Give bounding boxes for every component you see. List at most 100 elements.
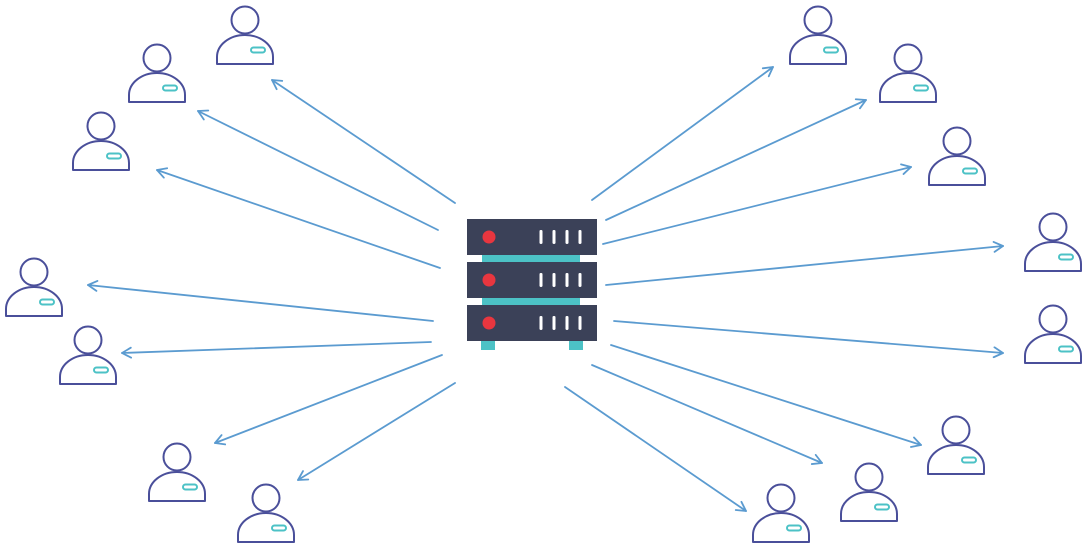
user-body — [59, 354, 117, 385]
user-badge — [823, 46, 839, 54]
user-badge — [162, 84, 178, 92]
user-head — [1038, 212, 1068, 242]
user-head — [1038, 304, 1068, 334]
server-vent — [552, 273, 556, 287]
server-connector — [482, 253, 580, 263]
user-icon — [1024, 212, 1082, 272]
user-head — [142, 43, 172, 73]
server-layer — [467, 219, 597, 350]
server-vent — [552, 230, 556, 244]
user-icon — [128, 43, 186, 103]
arrow-4 — [87, 280, 434, 322]
server-vent — [552, 316, 556, 330]
arrow-12 — [613, 320, 1004, 359]
user-icon — [59, 325, 117, 385]
user-badge — [961, 456, 977, 464]
arrow-15 — [564, 386, 747, 512]
user-badge — [786, 524, 802, 532]
arrow-14 — [591, 364, 823, 465]
server-vent — [578, 273, 582, 287]
user-icon — [148, 442, 206, 502]
user-head — [803, 5, 833, 35]
arrows-layer — [87, 66, 1004, 512]
server-foot — [481, 340, 495, 350]
arrow-8 — [591, 66, 774, 201]
user-body — [928, 155, 986, 186]
user-icon — [72, 111, 130, 171]
user-body — [5, 286, 63, 317]
user-icon — [5, 257, 63, 317]
server-vent — [578, 230, 582, 244]
user-body — [216, 34, 274, 65]
user-head — [162, 442, 192, 472]
user-icon — [879, 43, 937, 103]
user-body — [752, 512, 810, 543]
user-badge — [39, 298, 55, 306]
user-icon — [237, 483, 295, 543]
arrow-2 — [197, 109, 439, 231]
user-head — [86, 111, 116, 141]
arrow-5 — [121, 341, 432, 359]
server-led — [482, 316, 496, 330]
user-head — [941, 415, 971, 445]
users-layer — [5, 5, 1082, 543]
user-body — [840, 491, 898, 522]
arrow-1 — [271, 79, 456, 204]
arrow-10 — [602, 163, 912, 245]
user-head — [893, 43, 923, 73]
user-body — [237, 512, 295, 543]
user-body — [72, 140, 130, 171]
user-badge — [106, 152, 122, 160]
user-body — [1024, 241, 1082, 272]
user-icon — [927, 415, 985, 475]
arrow-7 — [297, 382, 456, 481]
user-head — [19, 257, 49, 287]
server-led — [482, 230, 496, 244]
user-badge — [1058, 253, 1074, 261]
server-led — [482, 273, 496, 287]
user-body — [1024, 333, 1082, 364]
user-icon — [752, 483, 810, 543]
user-head — [230, 5, 260, 35]
server-vent — [565, 230, 569, 244]
arrow-6 — [214, 354, 443, 446]
server-rack-icon — [467, 219, 597, 350]
user-head — [766, 483, 796, 513]
user-head — [251, 483, 281, 513]
user-head — [942, 126, 972, 156]
server-vent — [539, 230, 543, 244]
user-icon — [1024, 304, 1082, 364]
user-icon — [928, 126, 986, 186]
user-icon — [789, 5, 847, 65]
server-vent — [578, 316, 582, 330]
server-vent — [539, 273, 543, 287]
arrow-11 — [605, 241, 1004, 286]
user-head — [73, 325, 103, 355]
user-icon — [216, 5, 274, 65]
user-badge — [913, 84, 929, 92]
server-vent — [539, 316, 543, 330]
user-body — [148, 471, 206, 502]
user-head — [854, 462, 884, 492]
user-badge — [874, 503, 890, 511]
server-unit-2 — [467, 262, 597, 298]
user-body — [128, 72, 186, 103]
server-vent — [565, 316, 569, 330]
user-body — [789, 34, 847, 65]
arrow-9 — [605, 98, 867, 221]
user-icon — [840, 462, 898, 522]
user-body — [927, 444, 985, 475]
server-vent — [565, 273, 569, 287]
user-badge — [93, 366, 109, 374]
user-badge — [271, 524, 287, 532]
server-unit-1 — [467, 219, 597, 255]
user-badge — [250, 46, 266, 54]
user-badge — [182, 483, 198, 491]
server-unit-3 — [467, 305, 597, 341]
user-badge — [962, 167, 978, 175]
arrow-3 — [156, 167, 441, 269]
server-foot — [569, 340, 583, 350]
user-body — [879, 72, 937, 103]
